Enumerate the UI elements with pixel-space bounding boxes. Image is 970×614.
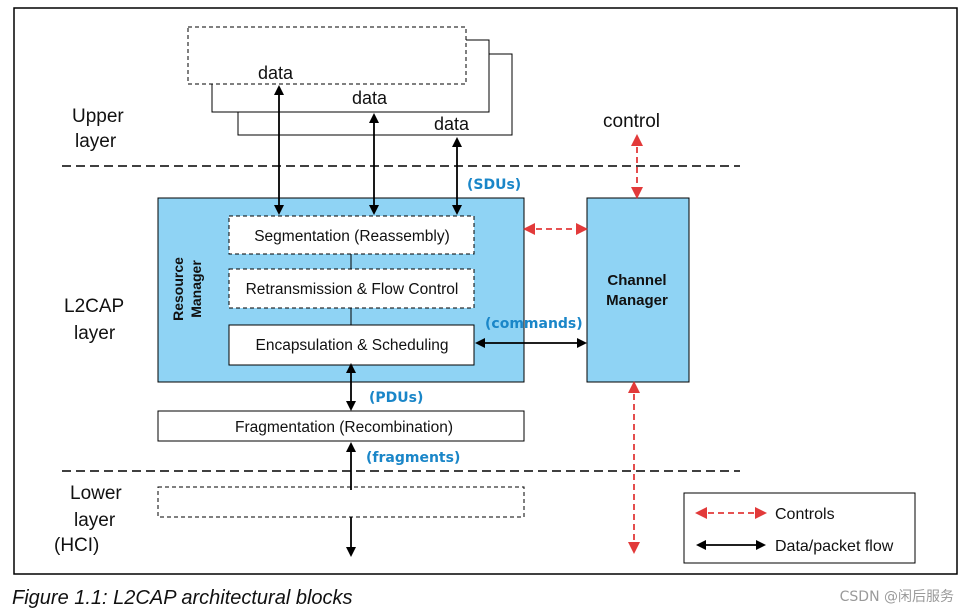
data-label-2: data (352, 88, 388, 108)
legend-data-label: Data/packet flow (775, 538, 894, 555)
channel-manager-label-line1: Channel (607, 272, 666, 289)
control-label: control (603, 111, 660, 132)
watermark: CSDN @闲后服务 (839, 589, 954, 605)
lower-layer-label-line1: Lower (70, 483, 122, 504)
data-box-1 (187, 26, 467, 85)
encapsulation-label: Encapsulation & Scheduling (255, 337, 448, 354)
l2cap-layer-label-line1: L2CAP (64, 296, 124, 317)
retransmission-box (228, 268, 475, 309)
figure-caption: Figure 1.1: L2CAP architectural blocks (12, 587, 353, 609)
upper-layer-label-line2: layer (75, 131, 117, 152)
hci-box (157, 486, 525, 518)
legend-controls-label: Controls (775, 506, 835, 523)
fragmentation-box (157, 410, 525, 442)
sdus-label: (SDUs) (467, 177, 521, 193)
resource-manager-label-line1: Resource (170, 257, 186, 321)
fragments-label: (fragments) (366, 450, 460, 466)
resource-manager-label-line2: Manager (188, 260, 204, 318)
figure-frame (13, 7, 958, 575)
data-label-3: data (434, 114, 470, 134)
lower-layer-label-line2: layer (74, 510, 116, 531)
upper-layer-label-line1: Upper (72, 106, 124, 127)
data-label-1: data (258, 63, 294, 83)
fragmentation-label: Fragmentation (Recombination) (235, 419, 453, 436)
channel-manager-label-line2: Manager (606, 292, 668, 309)
segmentation-label: Segmentation (Reassembly) (254, 228, 450, 245)
l2cap-layer-label-line2: layer (74, 323, 116, 344)
pdus-label: (PDUs) (369, 390, 423, 406)
segmentation-box (228, 215, 475, 255)
channel-manager-block (586, 197, 690, 383)
legend-box (683, 492, 916, 564)
lower-layer-label-line3: (HCI) (54, 535, 99, 556)
commands-label: (commands) (485, 316, 583, 332)
retransmission-label: Retransmission & Flow Control (246, 281, 459, 298)
